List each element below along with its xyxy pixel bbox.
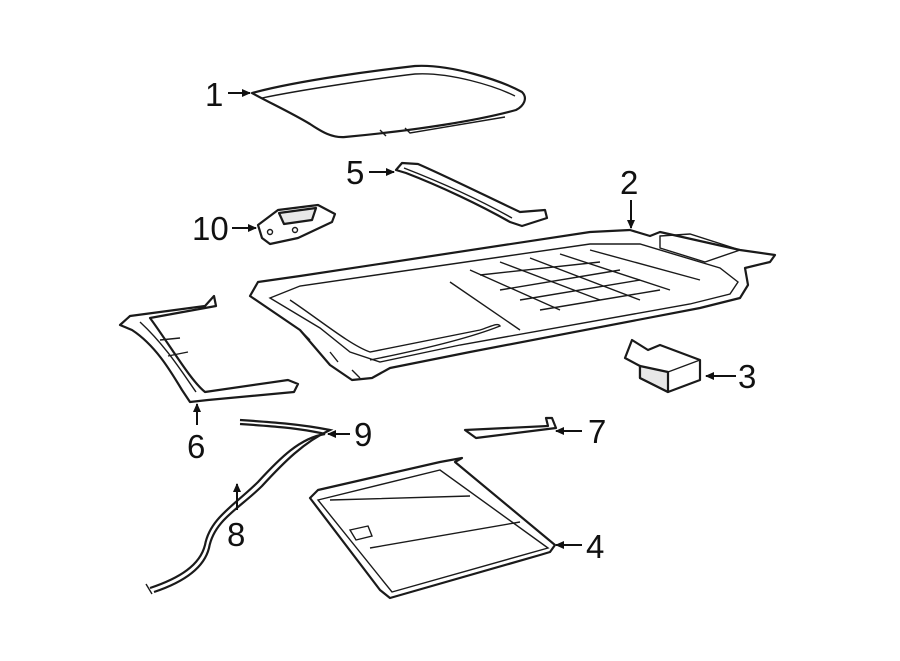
part-2-sunroof-frame (248, 228, 777, 382)
part-4-sunshade (308, 456, 557, 600)
callout-4: 4 (586, 528, 604, 565)
part-5-guide-rail (394, 161, 549, 228)
part-3-block (623, 338, 702, 394)
callout-5: 5 (346, 154, 364, 191)
callout-10: 10 (192, 210, 229, 247)
callout-leaders (193, 89, 736, 549)
callout-7: 7 (588, 413, 606, 450)
part-6-rear-channel (118, 294, 300, 404)
callout-1: 1 (205, 76, 223, 113)
part-10-switch-module (256, 203, 337, 246)
callout-2: 2 (620, 164, 638, 201)
callout-8: 8 (227, 516, 245, 553)
callout-9: 9 (354, 416, 372, 453)
callout-6: 6 (187, 428, 205, 465)
part-7-strip (463, 416, 558, 440)
part-1-glass-panel (250, 64, 526, 139)
part-8-9-drain-hose (145, 418, 334, 595)
callout-3: 3 (738, 358, 756, 395)
callout-labels: 1 2 3 4 5 6 7 8 9 10 (187, 76, 756, 565)
